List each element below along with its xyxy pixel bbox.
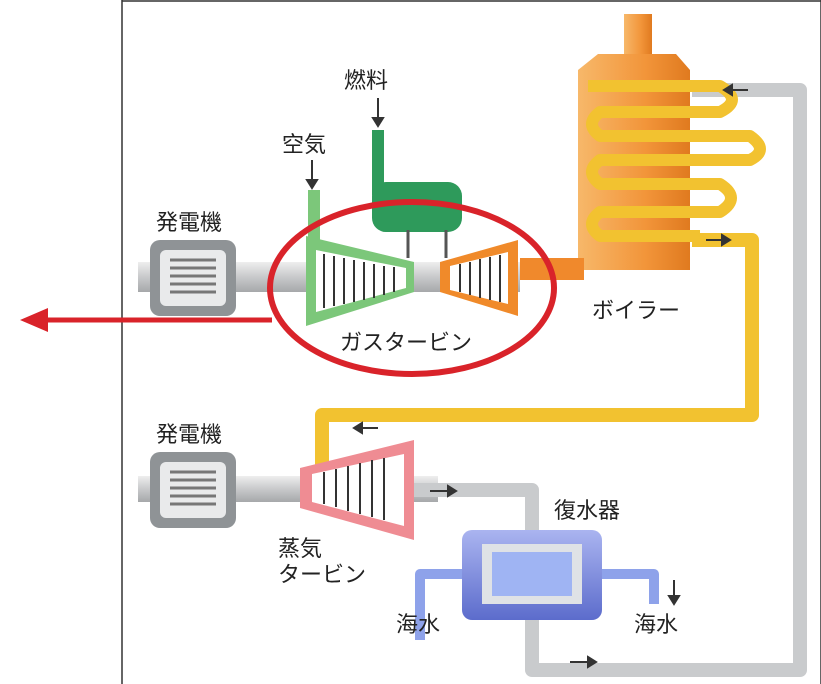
steam-pipe (315, 233, 759, 480)
flow-arrows (305, 83, 748, 669)
generator-top-icon (150, 240, 236, 316)
return-water-pipe (525, 83, 807, 677)
boiler (578, 14, 766, 270)
steam-turbine-label-line2: タービン (278, 563, 366, 588)
gas-turbine-highlight (267, 199, 557, 377)
generator-bottom-icon (150, 452, 236, 528)
boiler-label: ボイラー (592, 299, 680, 324)
gas-turbine-rotor-icon (440, 240, 518, 316)
compressor-icon (306, 236, 414, 326)
seawater-in-pipe (415, 569, 478, 640)
condenser-icon (462, 530, 602, 620)
generator-bottom-label: 発電機 (156, 423, 222, 448)
combustor (372, 182, 462, 232)
steam-turbine-icon (300, 440, 414, 540)
exhaust-steam-pipe (414, 483, 539, 530)
seawater-out-pipe (592, 569, 659, 604)
generator-top-label: 発電機 (156, 211, 222, 236)
seawater-out-label: 海水 (634, 613, 678, 638)
fuel-label: 燃料 (344, 69, 388, 94)
highlight-arrow (20, 308, 272, 332)
seawater-in-label: 海水 (396, 613, 440, 638)
air-label: 空気 (282, 133, 326, 158)
condenser-label: 復水器 (554, 499, 620, 524)
steam-turbine-label-line1: 蒸気 (278, 537, 322, 562)
gas-turbine-label: ガスタービン (340, 331, 472, 356)
